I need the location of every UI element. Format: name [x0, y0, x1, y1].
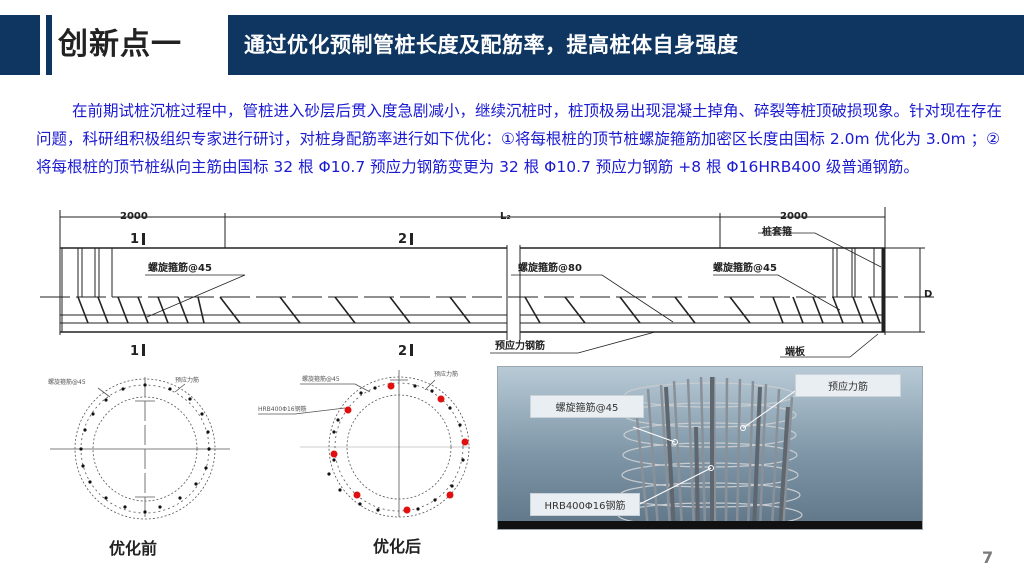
section-mark-1-bottom: 1 — [130, 344, 139, 359]
callout-spiral: 螺旋箍筋@45 — [530, 395, 644, 418]
before-label-prestress: 预应力筋 — [175, 376, 199, 384]
dim-right-label: 2000 — [780, 211, 808, 222]
pile-longitudinal-drawing: 2000 L₂ 2000 螺旋箍筋@45 螺旋箍筋@80 螺旋箍筋@45 桩套箍… — [40, 207, 940, 359]
section-before-diagram: 螺旋箍筋@45 预应力筋 — [48, 376, 230, 520]
title-banner: 通过优化预制管桩长度及配筋率，提高桩体自身强度 — [228, 15, 1024, 75]
rebar-cage-graphic — [617, 376, 803, 529]
label-sleeve: 桩套箍 — [762, 225, 792, 238]
label-spiral-mid: 螺旋箍筋@80 — [518, 261, 582, 274]
section-mark-1-top: 1 — [130, 232, 139, 247]
label-endplate: 端板 — [785, 345, 806, 358]
caption-before: 优化前 — [109, 539, 158, 558]
banner-text: 通过优化预制管桩长度及配筋率，提高桩体自身强度 — [244, 33, 739, 57]
page-number: 7 — [982, 548, 994, 567]
dim-left-label: 2000 — [120, 211, 148, 222]
section-mark-2-bottom: 2 — [398, 344, 407, 359]
label-diameter: D — [924, 289, 932, 300]
after-label-hrb: HRB400Φ16钢筋 — [258, 405, 307, 413]
caption-after: 优化后 — [373, 537, 422, 556]
before-label-spiral: 螺旋箍筋@45 — [48, 378, 86, 386]
section-after-diagram: 螺旋箍筋@45 HRB400Φ16钢筋 预应力筋 — [258, 370, 470, 518]
callout-prestress: 预应力筋 — [795, 374, 901, 397]
section-title: 创新点一 — [58, 27, 182, 62]
dim-mid-label: L₂ — [500, 211, 511, 222]
label-prestress: 预应力钢筋 — [495, 339, 545, 352]
after-label-prestress: 预应力筋 — [434, 370, 458, 378]
header-accent-stripe — [46, 15, 52, 75]
body-paragraph: 在前期试桩沉桩过程中，管桩进入砂层后贯入度急剧减小，继续沉桩时，桩顶极易出现混凝… — [36, 102, 1003, 176]
callout-hrb: HRB400Φ16钢筋 — [530, 493, 640, 516]
photo-bottom-bar — [498, 521, 922, 529]
section-mark-2-top: 2 — [398, 232, 407, 247]
rebar-cage-render: 螺旋箍筋@45 预应力筋 HRB400Φ16钢筋 — [497, 366, 923, 530]
after-label-spiral: 螺旋箍筋@45 — [302, 375, 340, 383]
header-accent-block — [0, 15, 40, 75]
label-spiral-right: 螺旋箍筋@45 — [713, 261, 777, 274]
label-spiral-left: 螺旋箍筋@45 — [148, 261, 212, 274]
